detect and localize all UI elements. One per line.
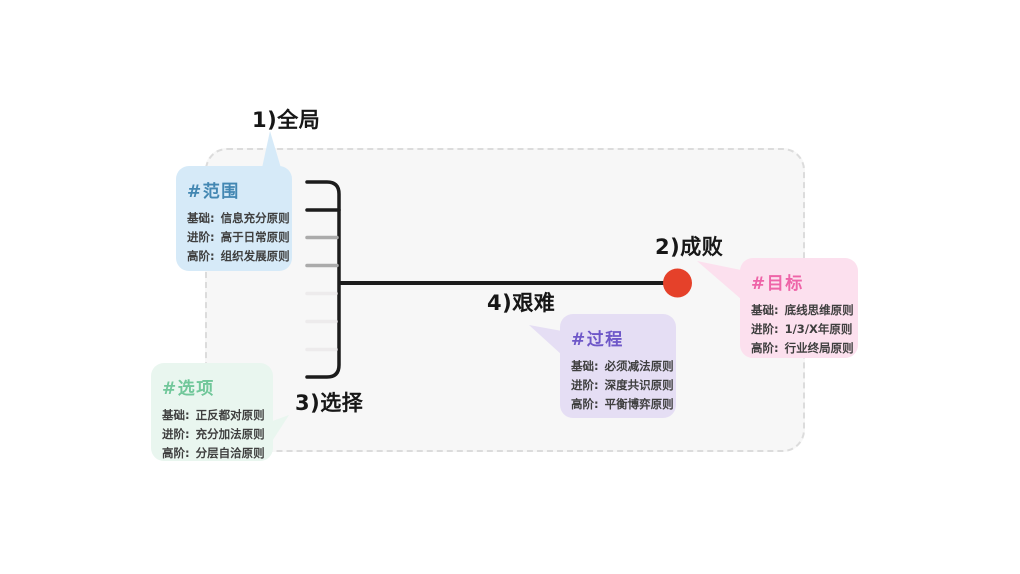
principle-text: 信息充分原则 — [220, 211, 290, 225]
bracket-outline — [305, 180, 341, 379]
principle-text: 充分加法原则 — [195, 427, 265, 441]
dashed-panel — [205, 148, 805, 452]
level-label: 进阶: — [162, 427, 190, 441]
level-label: 基础: — [751, 303, 779, 317]
level-label: 进阶: — [571, 378, 599, 392]
endpoint-dot — [663, 268, 692, 298]
principle-text: 高于日常原则 — [220, 230, 290, 244]
callout-goal-title: #目标 — [751, 274, 804, 294]
callout-process: #过程 基础: 必须减法原则 进阶: 深度共识原则 高阶: 平衡博弈原则 — [560, 314, 676, 418]
principle-row: 高阶: 分层自洽原则 — [162, 444, 265, 463]
level-label: 进阶: — [187, 230, 215, 244]
principle-row: 基础: 必须减法原则 — [571, 357, 674, 376]
principle-row: 高阶: 组织发展原则 — [187, 247, 290, 266]
scope-callout-pointer — [262, 131, 281, 168]
process-callout-pointer — [529, 325, 562, 355]
level-label: 进阶: — [751, 322, 779, 336]
principle-text: 行业终局原则 — [784, 341, 854, 355]
principle-text: 1/3/X年原则 — [784, 322, 853, 336]
level-label: 基础: — [571, 359, 599, 373]
level-label: 高阶: — [162, 446, 190, 460]
principle-text: 正反都对原则 — [195, 408, 265, 422]
level-label: 基础: — [187, 211, 215, 225]
callout-goal: #目标 基础: 底线思维原则 进阶: 1/3/X年原则 高阶: 行业终局原则 — [740, 258, 858, 358]
principle-row: 基础: 信息充分原则 — [187, 209, 290, 228]
principle-text: 分层自洽原则 — [195, 446, 265, 460]
label-hardship: 4)艰难 — [487, 291, 556, 315]
goal-callout-pointer — [697, 261, 741, 299]
principle-text: 平衡博弈原则 — [604, 397, 674, 411]
callout-scope: #范围 基础: 信息充分原则 进阶: 高于日常原则 高阶: 组织发展原则 — [176, 166, 292, 271]
callout-scope-title: #范围 — [187, 182, 240, 202]
label-global: 1)全局 — [252, 108, 321, 132]
principle-text: 底线思维原则 — [784, 303, 854, 317]
principle-row: 基础: 底线思维原则 — [751, 301, 854, 320]
principle-row: 进阶: 1/3/X年原则 — [751, 320, 852, 339]
principle-row: 基础: 正反都对原则 — [162, 406, 265, 425]
principle-text: 必须减法原则 — [604, 359, 674, 373]
label-choice: 3)选择 — [295, 391, 364, 415]
principle-row: 高阶: 行业终局原则 — [751, 339, 854, 358]
principle-text: 组织发展原则 — [220, 249, 290, 263]
callout-process-title: #过程 — [571, 330, 624, 350]
level-label: 高阶: — [187, 249, 215, 263]
callout-options-title: #选项 — [162, 379, 215, 399]
principle-row: 进阶: 高于日常原则 — [187, 228, 290, 247]
level-label: 高阶: — [751, 341, 779, 355]
level-label: 基础: — [162, 408, 190, 422]
principle-text: 深度共识原则 — [604, 378, 674, 392]
level-label: 高阶: — [571, 397, 599, 411]
label-outcome: 2)成败 — [655, 235, 724, 259]
principle-row: 高阶: 平衡博弈原则 — [571, 395, 674, 414]
callout-options: #选项 基础: 正反都对原则 进阶: 充分加法原则 高阶: 分层自洽原则 — [151, 363, 273, 461]
principle-row: 进阶: 深度共识原则 — [571, 376, 674, 395]
principle-row: 进阶: 充分加法原则 — [162, 425, 265, 444]
